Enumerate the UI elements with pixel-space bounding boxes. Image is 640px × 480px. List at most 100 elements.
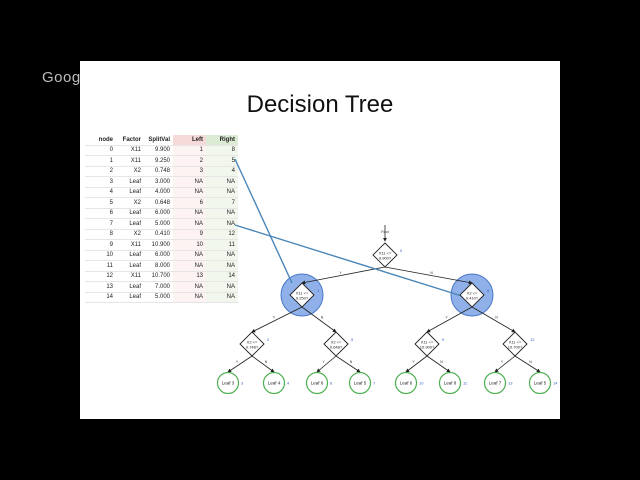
table-cell: Leaf: [116, 250, 144, 261]
edge-label: N: [350, 360, 353, 364]
tree-edge: [301, 306, 337, 333]
table-cell: NA: [173, 208, 206, 219]
decision-node-threshold: 9.900?: [379, 256, 392, 261]
table-cell: Leaf: [116, 218, 144, 230]
tree-edge: [301, 266, 386, 285]
table-cell: 8: [206, 145, 238, 156]
table-cell: NA: [206, 292, 238, 303]
slide-title: Decision Tree: [246, 91, 394, 118]
tree-edge: [227, 355, 253, 373]
tree-edge: [494, 355, 516, 373]
column-header-right: Right: [206, 135, 238, 146]
table-cell: NA: [206, 187, 238, 198]
edge-label: N: [440, 360, 443, 364]
decision-node-test: X2 <=: [247, 340, 258, 345]
decision-node-threshold: 0.648?: [330, 345, 343, 350]
node-number: 1: [317, 288, 320, 293]
table-cell: 1: [85, 155, 116, 167]
node-number: 2: [267, 337, 270, 342]
table-cell: 5.000: [144, 218, 173, 230]
decision-node-threshold: 9.250?: [296, 296, 309, 301]
table-cell: 3.000: [144, 176, 173, 188]
table-cell: 6.000: [144, 250, 173, 261]
table-cell: 14: [206, 271, 238, 282]
decision-node-threshold: 10.700?: [508, 345, 523, 350]
table-cell: NA: [206, 281, 238, 293]
decision-node-threshold: 10.900?: [420, 345, 435, 350]
table-cell: X11: [116, 145, 144, 156]
node-number: 10: [419, 381, 424, 386]
decision-node-test: X2 <=: [331, 340, 342, 345]
edge-label: Y: [236, 360, 239, 364]
table-cell: 10.700: [144, 271, 173, 282]
table-cell: Leaf: [116, 176, 144, 188]
table-cell: 0: [85, 145, 116, 156]
table-cell: NA: [206, 260, 238, 272]
table-cell: NA: [173, 187, 206, 198]
table-cell: 4.000: [144, 187, 173, 198]
table-cell: NA: [173, 250, 206, 261]
leaf-label: Leaf 5: [354, 381, 367, 386]
edge-label: N: [495, 316, 498, 320]
node-number: 0: [400, 248, 403, 253]
table-cell: 5: [85, 197, 116, 209]
edge-label: N: [430, 271, 433, 275]
decision-node-9: X11 <=10.900?9: [414, 331, 445, 357]
slide: Decision Tree node Factor SplitVal Left …: [80, 61, 560, 419]
table-cell: X11: [116, 271, 144, 282]
table-cell: 12: [85, 271, 116, 282]
table-cell: NA: [206, 250, 238, 261]
edge-label: N: [529, 360, 532, 364]
decision-node-0: X11 <=9.900?0: [372, 242, 403, 268]
leaf-label: Leaf 4: [268, 381, 281, 386]
leaf-node-7: Leaf 5 7: [348, 371, 376, 395]
decision-node-1: X11 <=9.250? 1: [289, 282, 320, 308]
table-cell: 10: [173, 239, 206, 251]
node-number: 11: [463, 381, 468, 386]
table-cell: 4: [85, 187, 116, 198]
decision-node-threshold: 0.410?: [466, 296, 479, 301]
table-cell: 6: [85, 208, 116, 219]
table-cell: X11: [116, 239, 144, 251]
tree-edge: [335, 355, 361, 373]
edge-label: Y: [412, 360, 415, 364]
node-number: 6: [330, 381, 333, 386]
table-cell: 0.648: [144, 197, 173, 209]
table-cell: 4: [206, 166, 238, 177]
decision-node-test: X11 <=: [296, 291, 309, 296]
tree-edge: [384, 266, 473, 285]
table-cell: X2: [116, 197, 144, 209]
decision-node-8: X2 <=0.410?8: [459, 282, 490, 308]
table-cell: 0.410: [144, 229, 173, 240]
table-cell: Leaf: [116, 281, 144, 293]
table-cell: 7.000: [144, 281, 173, 293]
table-cell: 2: [173, 155, 206, 167]
leaf-label: Leaf 3: [222, 381, 235, 386]
table-cell: NA: [173, 260, 206, 272]
tree-edge: [514, 355, 541, 373]
node-number: 7: [373, 381, 376, 386]
table-cell: 2: [85, 166, 116, 177]
decision-node-test: X11 <=: [421, 340, 434, 345]
column-header-left: Left: [173, 135, 206, 146]
node-number: 14: [553, 381, 558, 386]
table-cell: NA: [173, 218, 206, 230]
callout-line-node-1: [234, 158, 293, 284]
tree-edge: [251, 355, 275, 373]
table-cell: X2: [116, 166, 144, 177]
callout-line-node-8: [234, 224, 466, 298]
decision-node-threshold: 0.748?: [246, 345, 259, 350]
